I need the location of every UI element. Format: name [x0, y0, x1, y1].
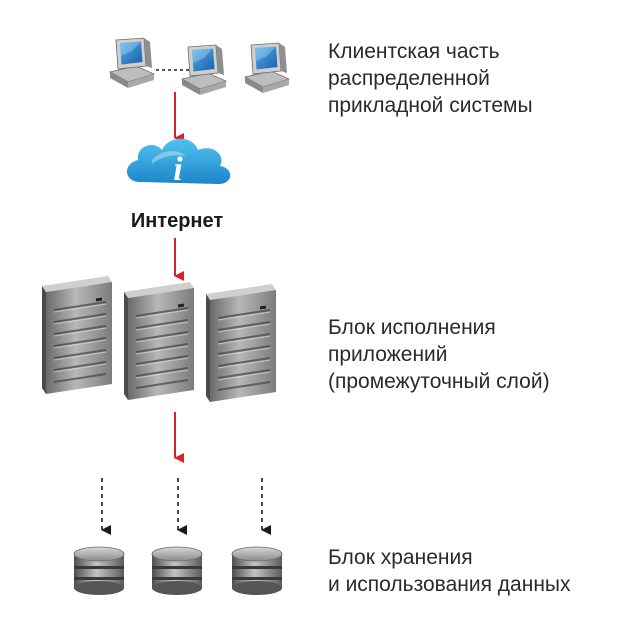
info-letter-icon: i: [173, 151, 183, 188]
internet-label: Интернет: [131, 210, 224, 232]
database-icon: [231, 546, 283, 596]
database-icon: [73, 546, 125, 596]
server-tower-icon: [205, 283, 277, 403]
client-tier-label: Клиентская часть распределенной прикладн…: [328, 38, 533, 119]
label-line: (промежуточный слой): [328, 370, 550, 393]
label-line: Блок хранения: [328, 546, 473, 569]
application-tier-label: Блок исполнения приложений (промежуточны…: [328, 314, 550, 395]
computer-icon: [109, 37, 155, 89]
internet-cloud-icon: i: [126, 138, 231, 188]
server-tower-icon: [41, 275, 113, 395]
label-line: Блок исполнения: [328, 316, 496, 339]
database-icon: [151, 546, 203, 596]
label-line: распределенной: [328, 67, 490, 90]
computer-icon: [244, 42, 290, 94]
database-disks: [73, 546, 283, 596]
storage-tier-label: Блок хранения и использования данных: [328, 544, 571, 598]
label-line: прикладной системы: [328, 94, 533, 117]
client-workstations: [109, 37, 290, 96]
label-line: приложений: [328, 343, 448, 366]
label-line: и использования данных: [328, 573, 571, 596]
server-tower-icon: [123, 281, 195, 401]
storage-access-arrows: [101, 478, 271, 535]
application-servers: [41, 275, 277, 403]
label-line: Клиентская часть: [328, 40, 500, 63]
